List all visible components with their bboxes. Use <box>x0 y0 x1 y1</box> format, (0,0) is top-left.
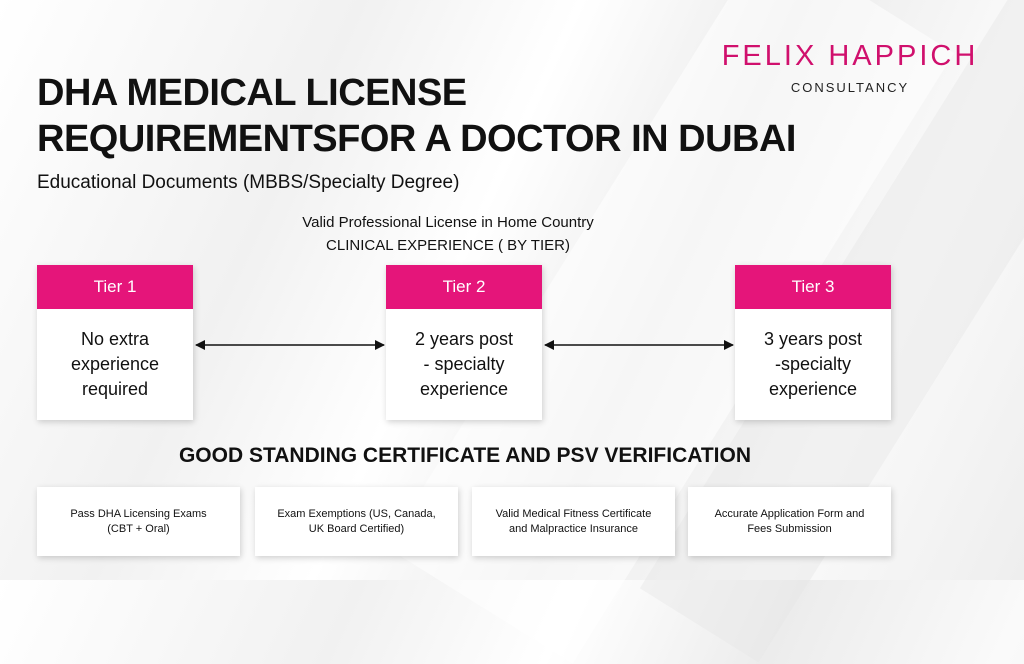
requirement-card-exams: Pass DHA Licensing Exams (CBT + Oral) <box>37 487 240 556</box>
logo-tagline: CONSULTANCY <box>790 80 910 95</box>
tier-2-description: 2 years post - specialty experience <box>414 329 514 399</box>
license-requirement-text: Valid Professional License in Home Count… <box>302 214 594 231</box>
logo-name: FELIX HAPPICH <box>721 40 979 72</box>
title-line-2: REQUIREMENTSFOR A DOCTOR IN DUBAI <box>37 118 797 160</box>
requirement-card-exemptions: Exam Exemptions (US, Canada, UK Board Ce… <box>255 487 458 556</box>
tier-1-card: Tier 1 No extra experience required <box>37 265 193 420</box>
good-standing-heading: GOOD STANDING CERTIFICATE AND PSV VERIFI… <box>178 444 752 467</box>
tier-2-card: Tier 2 2 years post - specialty experien… <box>386 265 542 420</box>
educational-documents-text: Educational Documents (MBBS/Specialty De… <box>37 172 460 193</box>
clinical-experience-heading: CLINICAL EXPERIENCE ( BY TIER) <box>326 237 570 254</box>
requirement-card-application: Accurate Application Form and Fees Submi… <box>688 487 891 556</box>
requirement-card-fitness: Valid Medical Fitness Certificate and Ma… <box>472 487 675 556</box>
company-logo: FELIX HAPPICH CONSULTANCY <box>700 40 1000 96</box>
tier-3-description: 3 years post -specialty experience <box>763 329 863 399</box>
tier-3-label: Tier 3 <box>735 265 891 309</box>
tier-1-label: Tier 1 <box>37 265 193 309</box>
title-line-1: DHA MEDICAL LICENSE <box>37 72 467 114</box>
page-title: DHA MEDICAL LICENSE REQUIREMENTSFOR A DO… <box>37 70 837 162</box>
tier-2-label: Tier 2 <box>386 265 542 309</box>
tier-1-description: No extra experience required <box>70 329 160 399</box>
tier-3-card: Tier 3 3 years post -specialty experienc… <box>735 265 891 420</box>
